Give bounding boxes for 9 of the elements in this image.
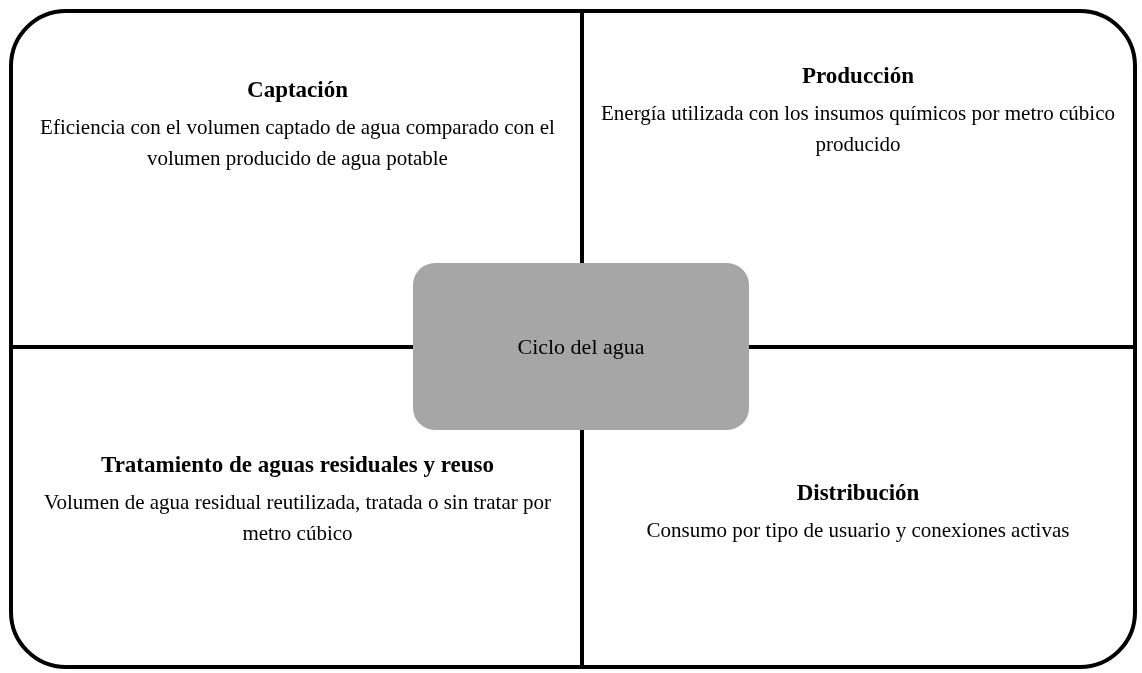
quadrant-text: Volumen de agua residual reutilizada, tratada o sin tratar por metro cúbico [43, 489, 552, 547]
quadrant-text: Consumo por tipo de usuario y conexiones activas [646, 517, 1070, 544]
quadrant-heading: Tratamiento de aguas residuales y reuso [101, 451, 494, 479]
center-box: Ciclo del agua [413, 263, 749, 430]
quadrant-text: Eficiencia con el volumen captado de agua comparado con el volumen producido de agua potable [39, 114, 556, 172]
quadrant-heading: Distribución [796, 479, 920, 507]
quadrant-heading: Producción [802, 62, 914, 90]
quadrant-text: Energía utilizada con los insumos químicos por metro cúbico producido [600, 100, 1116, 158]
quadrant-heading: Captación [247, 76, 348, 104]
